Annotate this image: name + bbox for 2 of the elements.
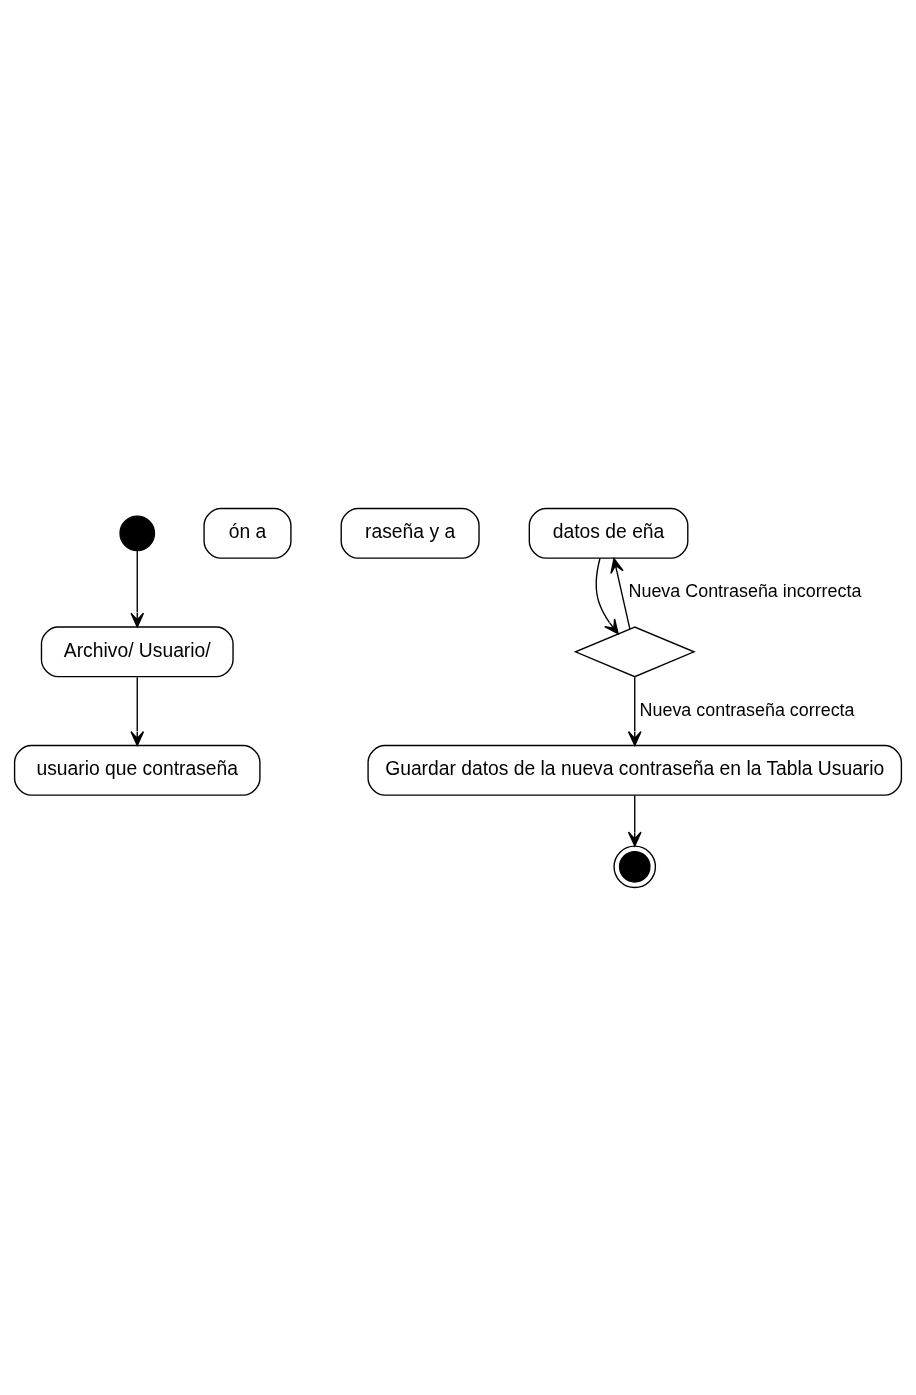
edge-label: Nueva contraseña correcta — [639, 699, 855, 720]
edge-label: Nueva Contraseña incorrecta — [628, 580, 862, 601]
